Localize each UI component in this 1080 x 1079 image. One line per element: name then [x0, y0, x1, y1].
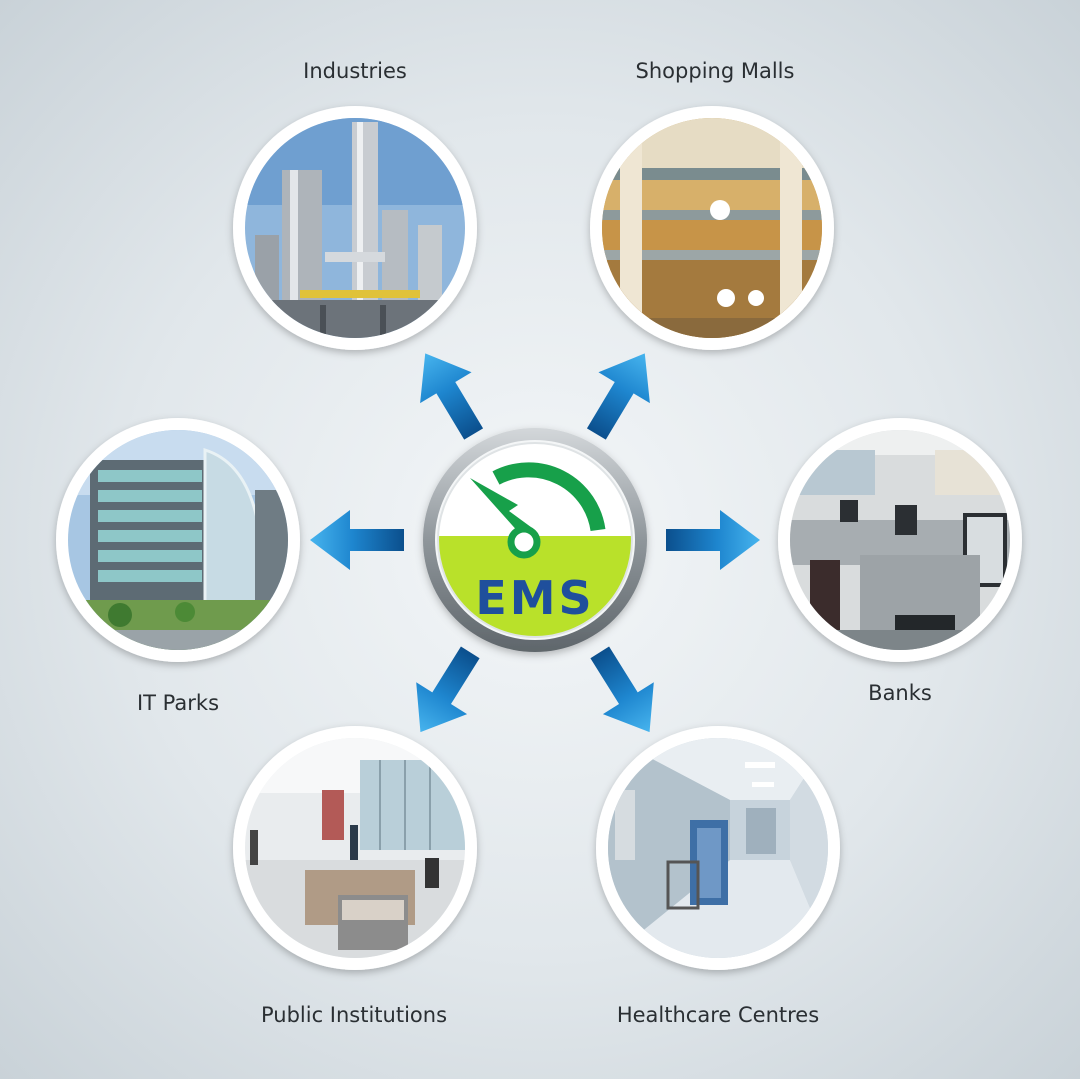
node-industries: Industries	[233, 59, 477, 350]
lightning-needle-icon	[470, 478, 535, 534]
gauge-arc-icon	[492, 462, 606, 532]
gauge-hub-icon	[507, 525, 541, 559]
ems-logo: EMS	[423, 428, 647, 652]
node-label-shopping-malls: Shopping Malls	[636, 59, 795, 83]
node-label-public-institutions: Public Institutions	[261, 1003, 447, 1027]
node-shopping-malls: Shopping Malls	[590, 59, 834, 350]
node-it-parks: IT Parks	[56, 418, 300, 715]
arrow-to-it-parks	[310, 510, 404, 570]
node-banks: Banks	[778, 418, 1022, 705]
node-label-industries: Industries	[303, 59, 407, 83]
arrow-to-shopping-malls	[586, 353, 650, 440]
logo-text: EMS	[475, 571, 594, 625]
node-label-it-parks: IT Parks	[137, 691, 219, 715]
node-public-institutions: Public Institutions	[233, 726, 477, 1027]
arrow-to-industries	[420, 353, 484, 440]
node-label-healthcare-centres: Healthcare Centres	[617, 1003, 819, 1027]
arrow-to-healthcare-centres	[590, 646, 654, 733]
arrow-to-public-institutions	[416, 646, 480, 733]
node-healthcare-centres: Healthcare Centres	[596, 726, 840, 1027]
arrow-to-banks	[666, 510, 760, 570]
node-label-banks: Banks	[868, 681, 932, 705]
